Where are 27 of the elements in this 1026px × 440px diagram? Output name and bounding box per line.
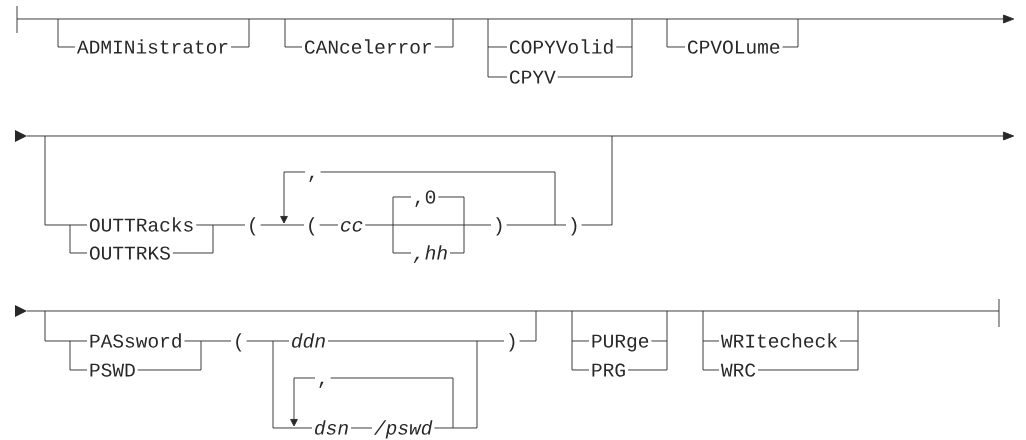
- variable: /pswd: [374, 420, 433, 439]
- variable: ddn: [292, 333, 325, 348]
- keyword: WRC: [720, 363, 756, 377]
- keyword: COPYVolid: [510, 39, 613, 54]
- delimiter: ): [496, 217, 502, 236]
- delimiter: ): [509, 333, 515, 352]
- delimiter: ,: [309, 175, 314, 182]
- delimiter: (: [236, 333, 242, 352]
- delimiter: ): [571, 217, 577, 236]
- delimiter: ,: [319, 381, 324, 388]
- delimiter: (: [250, 217, 256, 236]
- keyword: PRG: [592, 363, 625, 377]
- keyword: PURge: [592, 334, 649, 352]
- keyword: OUTTRacks: [89, 217, 193, 232]
- keyword: CPYV: [510, 70, 556, 84]
- keyword: PASsword: [90, 333, 181, 348]
- keyword: ADMINistrator: [76, 39, 228, 54]
- keyword: PSWD: [90, 363, 135, 377]
- variable: ,hh: [413, 245, 447, 263]
- keyword: WRItecheck: [720, 333, 837, 348]
- keyword: OUTTRKS: [89, 246, 170, 260]
- delimiter: (: [309, 217, 315, 236]
- variable: cc: [341, 221, 363, 232]
- keyword: CPVOLume: [688, 40, 780, 54]
- variable: dsn: [315, 420, 348, 435]
- delimiter: ,0: [415, 190, 436, 207]
- keyword: CANcelerror: [305, 39, 431, 54]
